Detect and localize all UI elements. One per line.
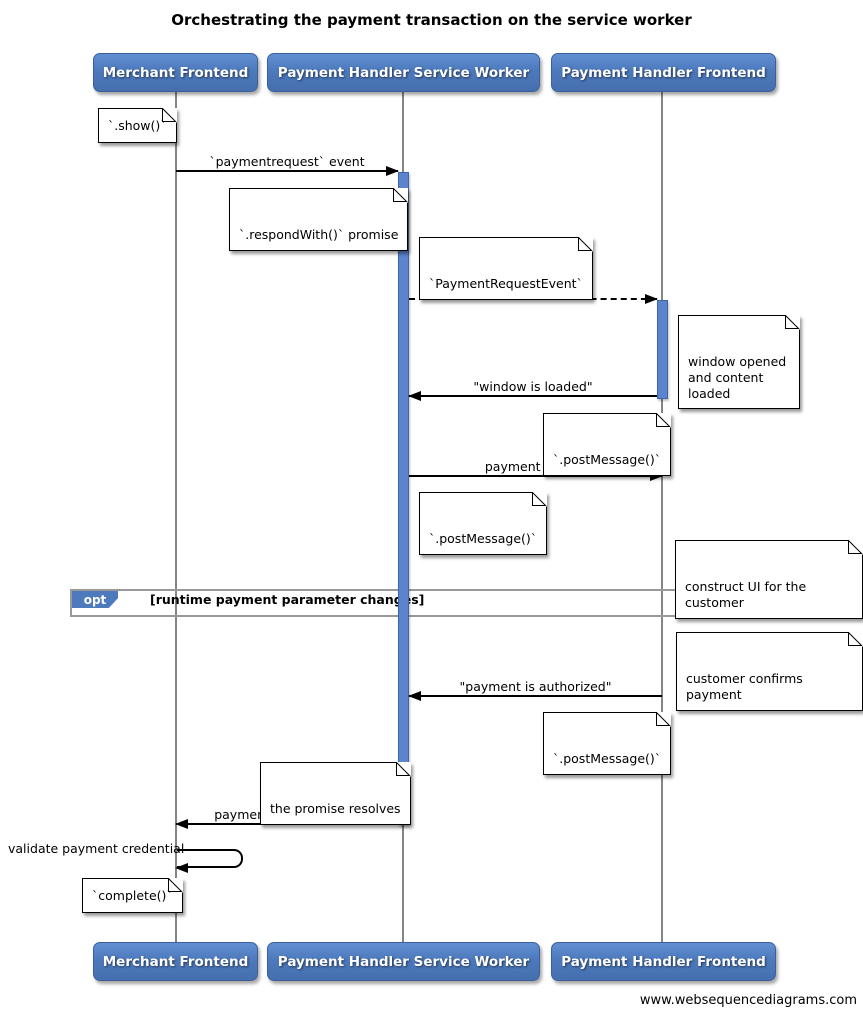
note-text: `.respondWith()` promise <box>239 227 399 243</box>
participant-service-worker-top: Payment Handler Service Worker <box>267 53 540 92</box>
note-fold-icon <box>167 878 183 893</box>
note-text: construct UI for the customer <box>685 579 807 610</box>
note-postmessage-3: `.postMessage()` <box>543 712 672 775</box>
note-fold-icon <box>848 540 863 555</box>
note-text: `PaymentRequestEvent` <box>429 276 583 292</box>
arrowhead-right-icon <box>650 471 663 481</box>
note-construct-ui: construct UI for the customer <box>675 540 863 619</box>
message-window-is-loaded: "window is loaded" <box>408 379 657 401</box>
note-complete: `complete()` <box>82 878 183 913</box>
note-text: the promise resolves <box>270 801 401 817</box>
message-payment-is-authorized: "payment is authorized" <box>408 679 662 701</box>
message-paymentrequest-event: `paymentrequest` event <box>176 154 399 176</box>
participant-label: Payment Handler Service Worker <box>277 64 530 81</box>
arrowhead-left-icon <box>408 391 421 401</box>
arrowhead-right-icon <box>645 294 658 304</box>
note-fold-icon <box>577 237 593 252</box>
note-fold-icon <box>393 188 409 203</box>
note-text: `complete()` <box>92 887 173 903</box>
note-text: customer confirms payment <box>686 671 803 702</box>
note-fold-icon <box>161 108 177 123</box>
participant-label: Payment Handler Service Worker <box>277 953 530 970</box>
note-show: `.show()` <box>98 108 177 143</box>
lifeline-payment-handler-frontend <box>661 91 663 943</box>
participant-merchant-frontend-bottom: Merchant Frontend <box>93 942 258 981</box>
note-fold-icon <box>395 762 411 777</box>
note-fold-icon <box>656 413 672 428</box>
message-label: "window is loaded" <box>473 379 593 394</box>
participant-label: Payment Handler Frontend <box>561 64 766 81</box>
participant-payment-handler-frontend-bottom: Payment Handler Frontend <box>551 942 776 981</box>
note-text: `.postMessage()` <box>553 452 662 468</box>
note-fold-icon <box>656 712 672 727</box>
participant-payment-handler-frontend-top: Payment Handler Frontend <box>551 53 776 92</box>
note-text: window opened and content loaded <box>688 354 787 401</box>
note-window-opened: window opened and content loaded <box>678 315 800 410</box>
message-label: "payment is authorized" <box>459 679 612 694</box>
opt-frame: opt [runtime payment parameter changes] <box>70 589 793 617</box>
note-fold-icon <box>785 315 800 330</box>
arrowhead-left-icon <box>175 863 188 873</box>
note-text: `.show()` <box>108 117 167 133</box>
participant-service-worker-bottom: Payment Handler Service Worker <box>267 942 540 981</box>
opt-frame-label: opt <box>72 591 118 608</box>
note-fold-icon <box>848 632 863 647</box>
note-promise-resolves: the promise resolves <box>260 762 411 825</box>
note-respondwith-promise: `.respondWith()` promise <box>229 188 409 251</box>
participant-label: Merchant Frontend <box>102 953 249 970</box>
lifeline-merchant-frontend <box>175 91 177 943</box>
diagram-title: Orchestrating the payment transaction on… <box>171 11 692 29</box>
self-message-label: validate payment credential <box>8 841 185 856</box>
arrowhead-left-icon <box>408 691 421 701</box>
participant-label: Merchant Frontend <box>102 64 249 81</box>
note-text: `.postMessage()` <box>429 531 538 547</box>
note-text: `.postMessage()` <box>553 751 662 767</box>
watermark-websequencediagrams: www.websequencediagrams.com <box>639 993 857 1008</box>
activation-service-worker <box>398 172 409 825</box>
message-label: `paymentrequest` event <box>209 154 365 169</box>
note-postmessage-2: `.postMessage()` <box>419 492 548 555</box>
arrowhead-left-icon <box>175 819 188 829</box>
note-paymentrequestevent: `PaymentRequestEvent` <box>419 237 593 300</box>
participant-merchant-frontend-top: Merchant Frontend <box>93 53 258 92</box>
opt-frame-condition: [runtime payment parameter changes] <box>150 592 425 607</box>
activation-payment-handler-frontend <box>657 300 668 399</box>
note-customer-confirms: customer confirms payment <box>676 632 863 711</box>
self-message-validate-payment-credential <box>175 849 243 873</box>
note-postmessage-1: `.postMessage()` <box>543 413 672 476</box>
note-fold-icon <box>532 492 548 507</box>
arrowhead-right-icon <box>386 166 399 176</box>
participant-label: Payment Handler Frontend <box>561 953 766 970</box>
